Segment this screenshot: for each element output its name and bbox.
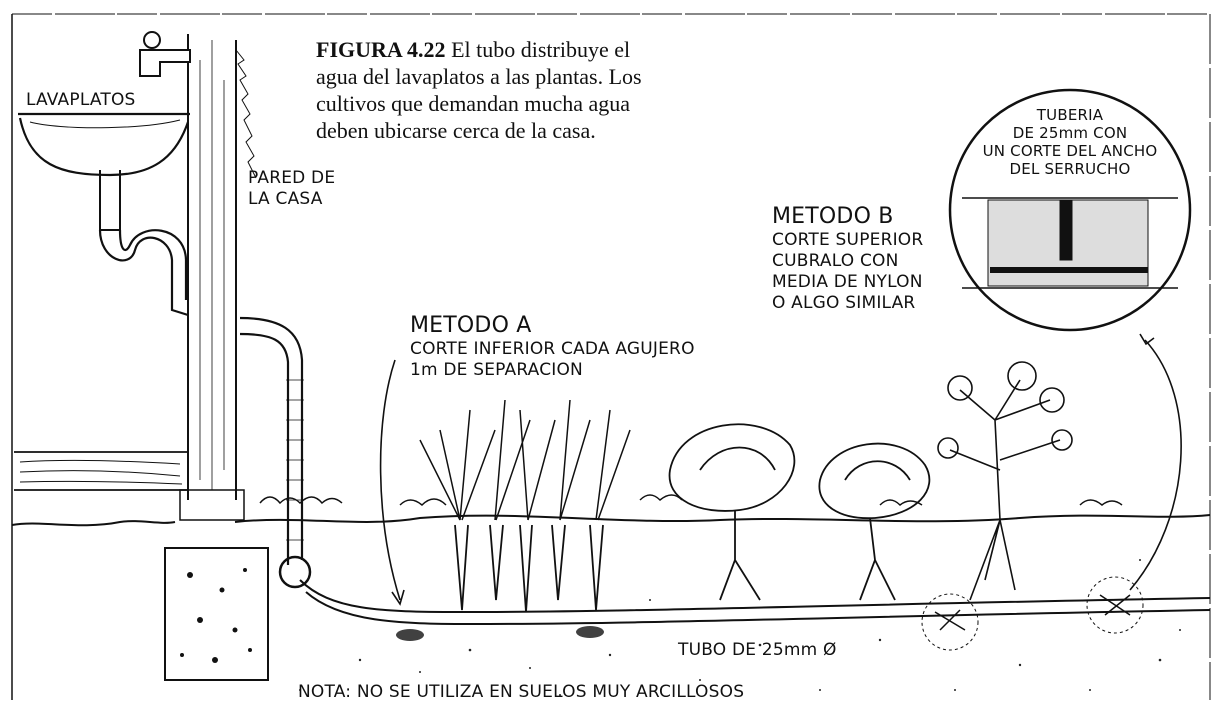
- drain-pipe: [239, 316, 312, 589]
- frame: [11, 13, 1211, 700]
- drain-trap: [98, 229, 189, 317]
- pipe-detail-line: DEL SERRUCHO: [1009, 160, 1131, 178]
- pipe-detail-line: UN CORTE DEL ANCHO: [982, 142, 1158, 160]
- foundation-block: [164, 547, 269, 681]
- method-a-line: 1m DE SEPARACION: [410, 360, 583, 380]
- method-b-label: METODO B CORTE SUPERIOR CUBRALO CON MEDI…: [772, 204, 923, 314]
- pipe-detail-label: TUBERIA DE 25mm CON UN CORTE DEL ANCHO D…: [975, 106, 1165, 178]
- method-b-line: O ALGO SIMILAR: [772, 293, 916, 313]
- counter-board: [14, 451, 189, 491]
- pipe-detail-line: DE 25mm CON: [1012, 124, 1128, 142]
- caption-line: El tubo distribuye el: [451, 37, 631, 62]
- wet-spots-right: [921, 576, 1144, 651]
- soil-texture: [299, 559, 1181, 696]
- distribution-tube: [299, 579, 1211, 626]
- pipe-detail-circle: [948, 88, 1192, 332]
- sink-label: LAVAPLATOS: [26, 90, 136, 110]
- sink-basin: [18, 112, 190, 231]
- house-wall: [179, 34, 257, 521]
- figure-caption: FIGURA 4.22 El tubo distribuye el agua d…: [316, 36, 736, 144]
- method-a-label: METODO A CORTE INFERIOR CADA AGUJERO 1m …: [410, 313, 695, 381]
- cabbage-plants: [668, 423, 931, 601]
- caption-line: cultivos que demandan mucha agua: [316, 91, 631, 116]
- ground-line: [11, 494, 1211, 527]
- method-a-line: CORTE INFERIOR CADA AGUJERO: [410, 339, 695, 359]
- wall-label-line: LA CASA: [248, 189, 323, 209]
- method-b-line: MEDIA DE NYLON: [772, 272, 923, 292]
- note-label: NOTA: NO SE UTILIZA EN SUELOS MUY ARCILL…: [298, 682, 745, 702]
- wall-label-line: PARED DE: [248, 168, 336, 188]
- caption-line: agua del lavaplatos a las plantas. Los: [316, 64, 642, 89]
- caption-line: deben ubicarse cerca de la casa.: [316, 118, 596, 143]
- faucet-icon: [139, 31, 191, 77]
- leafy-plant: [937, 361, 1073, 601]
- figure-label: FIGURA 4.22: [316, 37, 446, 62]
- wall-label: PARED DE LA CASA: [248, 168, 335, 210]
- carrot-plants: [419, 399, 631, 613]
- method-a-arrow: [379, 359, 405, 606]
- method-b-line: CUBRALO CON: [772, 251, 899, 271]
- method-b-arrow: [1129, 333, 1182, 591]
- pipe-detail-line: TUBERIA: [1036, 106, 1104, 124]
- method-a-title: METODO A: [410, 313, 532, 338]
- wet-spots: [396, 626, 604, 641]
- tube-label: TUBO DE 25mm Ø: [678, 640, 837, 660]
- method-b-line: CORTE SUPERIOR: [772, 230, 924, 250]
- method-b-title: METODO B: [772, 204, 894, 229]
